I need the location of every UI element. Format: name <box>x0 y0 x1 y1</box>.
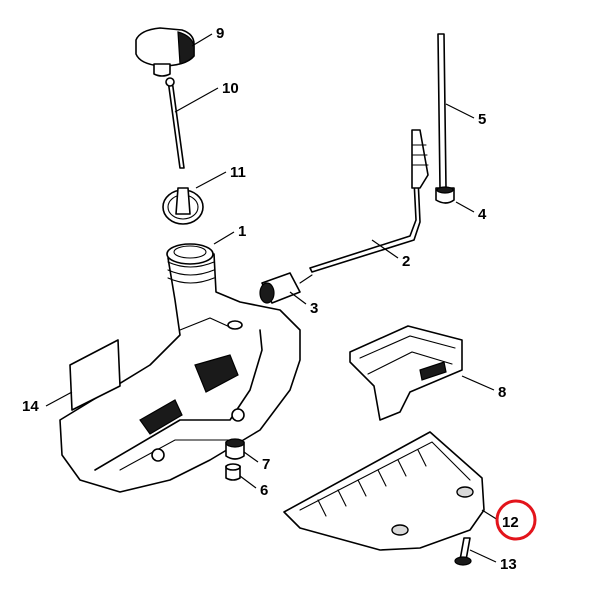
callout-2: 2 <box>402 253 410 270</box>
callout-9: 9 <box>216 25 224 42</box>
leader-11 <box>195 171 227 189</box>
highlight-circle <box>495 499 537 541</box>
callout-13: 13 <box>500 556 517 573</box>
callout-1: 1 <box>238 223 246 240</box>
callout-3: 3 <box>310 300 318 317</box>
part-4-grommet <box>435 186 455 204</box>
part-1-fuel-tank <box>59 243 301 493</box>
callout-numbers: 9 10 11 1 2 3 5 4 8 7 6 12 13 14 <box>22 25 519 573</box>
leader-2 <box>371 239 399 259</box>
callout-11: 11 <box>230 164 246 181</box>
leader-7 <box>243 451 259 463</box>
leader-9 <box>191 33 213 47</box>
callout-14: 14 <box>22 398 39 415</box>
part-3-fuel-filter <box>259 272 313 304</box>
part-8-bracket <box>349 325 463 421</box>
leader-4 <box>455 201 475 213</box>
part-13-screw <box>454 537 472 566</box>
leader-6 <box>239 475 257 489</box>
part-6-sleeve <box>225 463 241 481</box>
part-7-damper <box>225 438 245 460</box>
callout-10: 10 <box>222 80 239 97</box>
part-14-label <box>69 339 121 411</box>
leader-13 <box>469 549 497 563</box>
callout-5: 5 <box>478 111 486 128</box>
leader-14 <box>45 391 73 407</box>
leader-8 <box>461 375 495 391</box>
part-10-cap-strap <box>165 77 185 169</box>
part-2-fuel-hose <box>309 129 429 273</box>
part-5-rod <box>437 33 447 189</box>
part-9-tank-cap <box>135 27 195 77</box>
part-11-seal-ring <box>162 187 204 225</box>
leader-3 <box>289 291 307 305</box>
leader-lines <box>45 33 499 563</box>
leader-5 <box>445 103 475 119</box>
leader-12 <box>481 509 499 521</box>
leader-1 <box>213 231 235 245</box>
callout-8: 8 <box>498 384 506 401</box>
leader-10 <box>174 87 219 113</box>
callout-12: 12 <box>502 514 519 531</box>
callout-4: 4 <box>478 206 487 223</box>
callout-7: 7 <box>262 456 270 473</box>
callout-6: 6 <box>260 482 268 499</box>
part-12-guard-plate <box>283 431 485 551</box>
